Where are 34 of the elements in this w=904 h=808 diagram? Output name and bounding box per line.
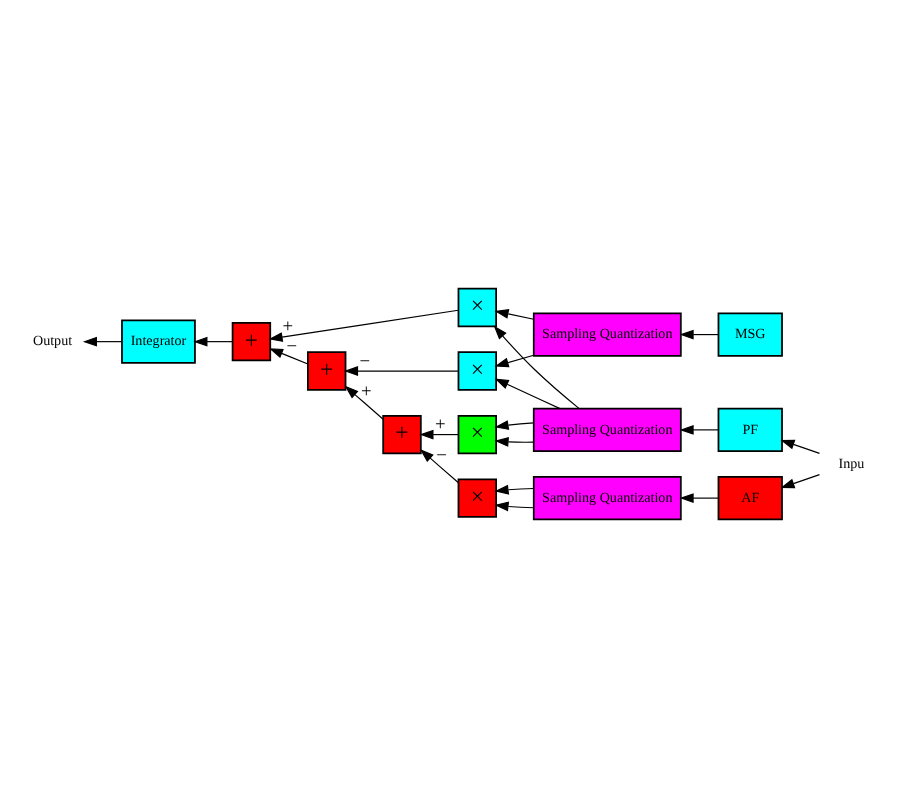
arrow — [268, 309, 459, 342]
node-box: × — [457, 351, 497, 391]
arrow — [82, 336, 123, 347]
arrow — [494, 309, 535, 320]
arrow — [494, 501, 535, 512]
arrow — [343, 366, 459, 376]
node-box: + — [231, 321, 272, 362]
arrow — [679, 424, 719, 435]
node-box: + — [307, 351, 347, 391]
node-box: × — [457, 414, 497, 455]
arrow — [780, 474, 821, 489]
arrow — [419, 429, 460, 440]
edge-label: − — [359, 352, 371, 373]
arrow — [193, 336, 233, 347]
arrow — [494, 436, 535, 447]
arrow — [780, 439, 821, 454]
arrow — [419, 449, 460, 484]
arrow — [344, 385, 384, 420]
arrow — [494, 354, 535, 368]
arrow — [494, 378, 561, 410]
arrow — [494, 484, 535, 495]
edge-label: − — [436, 446, 447, 467]
node-box: × — [457, 478, 497, 518]
edge-label: + — [282, 317, 294, 338]
node-box: × — [457, 287, 497, 328]
arrow — [493, 325, 580, 410]
node-box: + — [382, 414, 422, 455]
arrow — [679, 329, 719, 340]
arrow — [494, 420, 535, 430]
edge-label: + — [360, 383, 372, 404]
edge-label: − — [286, 338, 298, 359]
edge-label: + — [435, 416, 446, 437]
arrow — [268, 348, 309, 365]
arrow — [679, 493, 719, 504]
